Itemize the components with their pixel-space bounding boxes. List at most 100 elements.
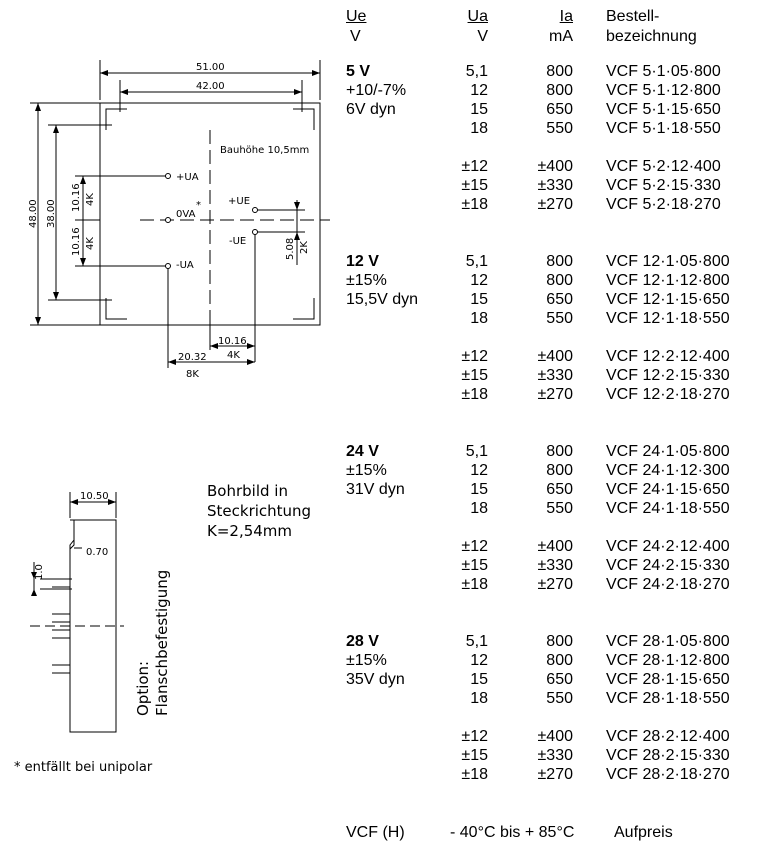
output-current: 550 [546, 310, 573, 327]
output-voltage: 12 [470, 652, 488, 669]
output-current: ±330 [537, 177, 573, 194]
header-order-1: Bestell- [606, 8, 660, 25]
output-voltage: 5,1 [465, 633, 488, 650]
output-voltage: 18 [470, 310, 488, 327]
output-current: 550 [546, 690, 573, 707]
pin-plus-ua [165, 173, 171, 179]
label-minus-ue: -UE [229, 236, 246, 247]
output-voltage: 5,1 [465, 63, 488, 80]
dim-10-16-c: 10.16 [218, 336, 247, 347]
output-voltage: 15 [470, 481, 488, 498]
output-voltage: 15 [470, 291, 488, 308]
output-voltage: 12 [470, 272, 488, 289]
output-current: ±400 [537, 728, 573, 745]
dim-48: 48.00 [28, 199, 39, 228]
input-dynamic: 31V dyn [346, 481, 405, 498]
output-voltage: ±15 [461, 177, 488, 194]
footer-range: - 40°C bis + 85°C [450, 824, 575, 841]
output-current: ±400 [537, 158, 573, 175]
output-voltage: 5,1 [465, 443, 488, 460]
order-code: VCF 24·2·15·330 [606, 557, 730, 574]
output-current: 650 [546, 291, 573, 308]
output-current: 800 [546, 652, 573, 669]
dim-42: 42.00 [196, 81, 225, 92]
output-voltage: ±12 [461, 728, 488, 745]
output-voltage: ±12 [461, 538, 488, 555]
footer-model: VCF (H) [346, 824, 405, 841]
header-ia-unit: mA [549, 28, 573, 45]
output-current: 650 [546, 101, 573, 118]
dim-4k-b: 4K [85, 237, 96, 250]
order-code: VCF 5·1·15·650 [606, 101, 721, 118]
order-code: VCF 28·1·18·550 [606, 690, 730, 707]
output-current: 550 [546, 120, 573, 137]
label-star: * [196, 200, 201, 211]
dim-4k-a: 4K [85, 193, 96, 206]
label-plus-ua: +UA [176, 172, 199, 183]
output-current: ±400 [537, 538, 573, 555]
order-code: VCF 24·1·05·800 [606, 443, 730, 460]
output-current: ±330 [537, 747, 573, 764]
output-current: 800 [546, 253, 573, 270]
output-current: 800 [546, 443, 573, 460]
order-code: VCF 28·1·15·650 [606, 671, 730, 688]
order-code: VCF 12·1·05·800 [606, 253, 730, 270]
order-code: VCF 28·2·18·270 [606, 766, 730, 783]
output-voltage: ±12 [461, 348, 488, 365]
pin-minus-ua [165, 263, 171, 269]
order-code: VCF 12·2·18·270 [606, 386, 730, 403]
input-dynamic: 6V dyn [346, 101, 396, 118]
order-code: VCF 5·2·12·400 [606, 158, 721, 175]
dim-38: 38.00 [46, 199, 57, 228]
output-current: ±270 [537, 576, 573, 593]
output-current: ±330 [537, 367, 573, 384]
order-code: VCF 28·2·12·400 [606, 728, 730, 745]
output-current: ±330 [537, 557, 573, 574]
header-ue-unit: V [350, 28, 361, 45]
dim-10-16-a: 10.16 [71, 183, 82, 212]
order-code: VCF 5·2·18·270 [606, 196, 721, 213]
order-code: VCF 5·1·05·800 [606, 63, 721, 80]
footer-extra: Aufpreis [614, 824, 673, 841]
label-plus-ue: +UE [228, 196, 250, 207]
order-code: VCF 12·2·12·400 [606, 348, 730, 365]
order-code: VCF 28·1·12·800 [606, 652, 730, 669]
dim-10-16-b: 10.16 [71, 227, 82, 256]
bohrbild-line-1: Bohrbild in [207, 482, 288, 500]
order-code: VCF 12·1·12·800 [606, 272, 730, 289]
order-code: VCF 12·1·15·650 [606, 291, 730, 308]
output-voltage: ±15 [461, 367, 488, 384]
label-zero-va: 0VA [176, 209, 196, 220]
input-voltage: 28 V [346, 633, 379, 650]
header-order-2: bezeichnung [606, 28, 697, 45]
input-dynamic: 15,5V dyn [346, 291, 419, 308]
output-voltage: 15 [470, 671, 488, 688]
output-voltage: ±15 [461, 557, 488, 574]
output-voltage: 12 [470, 82, 488, 99]
order-code: VCF 5·1·18·550 [606, 120, 721, 137]
output-voltage: ±15 [461, 747, 488, 764]
header-ia: Ia [559, 8, 573, 25]
side-view-drawing: 10.50 0.70 1.0 [30, 491, 124, 733]
output-current: ±270 [537, 386, 573, 403]
output-current: ±270 [537, 196, 573, 213]
order-code: VCF 28·1·05·800 [606, 633, 730, 650]
dim-1-0: 1.0 [34, 564, 45, 580]
dim-2k: 2K [299, 241, 310, 254]
order-code: VCF 12·1·18·550 [606, 310, 730, 327]
label-minus-ua: -UA [176, 260, 194, 271]
order-code: VCF 24·1·12·300 [606, 462, 730, 479]
order-code: VCF 12·2·15·330 [606, 367, 730, 384]
height-note: Bauhöhe 10,5mm [220, 145, 309, 156]
input-voltage: 5 V [346, 63, 371, 80]
output-voltage: 15 [470, 101, 488, 118]
output-current: 800 [546, 272, 573, 289]
output-current: 800 [546, 633, 573, 650]
pin-plus-ue [252, 207, 258, 213]
output-voltage: 18 [470, 500, 488, 517]
output-voltage: 5,1 [465, 253, 488, 270]
order-code: VCF 5·2·15·330 [606, 177, 721, 194]
dim-4k-c: 4K [227, 350, 240, 361]
bohrbild-line-2: Steckrichtung [207, 502, 312, 520]
option-flange: Flanschbefestigung [153, 569, 171, 716]
